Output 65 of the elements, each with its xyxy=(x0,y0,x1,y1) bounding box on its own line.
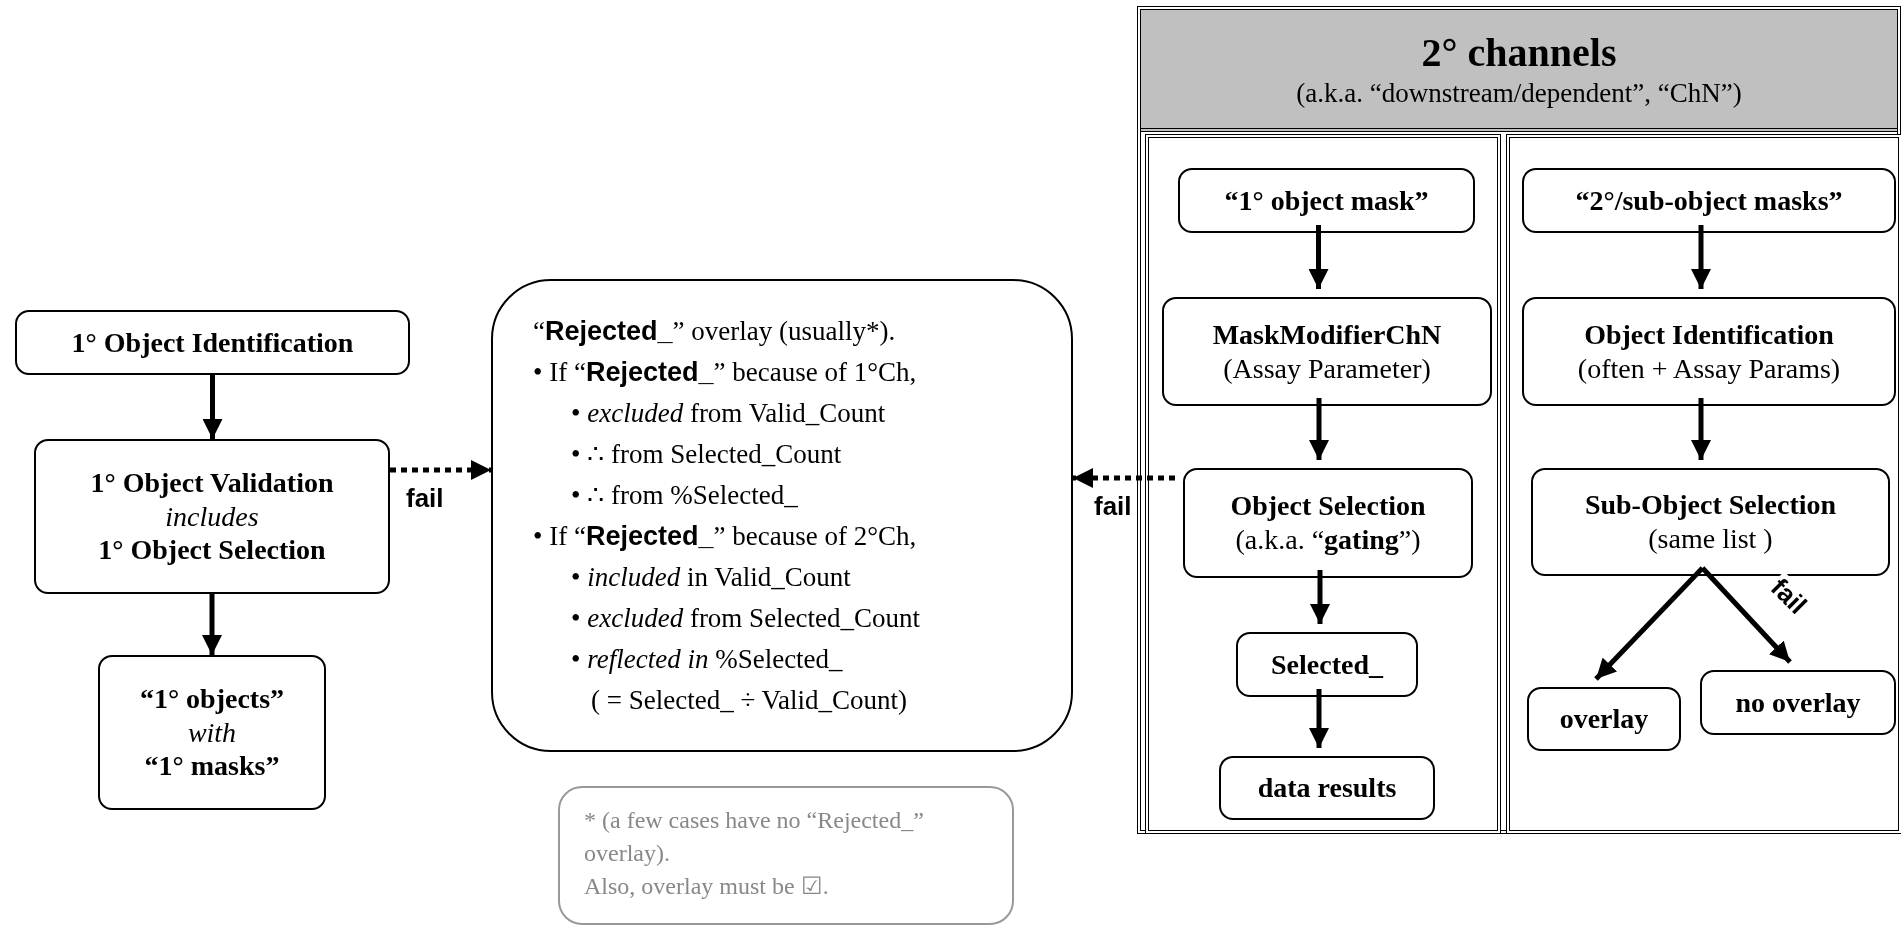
process-box xyxy=(1178,168,1475,233)
note-line: • excluded from Selected_Count xyxy=(571,601,921,635)
node-label: Object Selection xyxy=(1230,489,1426,523)
process-box xyxy=(1700,670,1896,735)
panel-subtitle: (a.k.a. “downstream/dependent”, “ChN”) xyxy=(1296,76,1742,110)
process-box xyxy=(15,310,410,375)
arrow xyxy=(1594,566,1705,681)
process-box xyxy=(1522,297,1896,406)
arrow xyxy=(1309,689,1329,748)
process-box xyxy=(34,439,390,594)
note-line: Also, overlay must be ☑. xyxy=(584,872,829,901)
node-sublabel: (same list ) xyxy=(1648,522,1773,556)
panel-title: 2° channels xyxy=(1421,28,1617,77)
note-box xyxy=(491,279,1073,752)
column-panel xyxy=(1506,134,1901,834)
process-box xyxy=(1162,297,1492,406)
process-box xyxy=(1527,687,1681,751)
note-line: * (a few cases have no “Rejected_” overlay). xyxy=(584,806,925,868)
process-box xyxy=(98,655,326,810)
node-sublabel: (a.k.a. “gating”) xyxy=(1235,523,1421,557)
note-line: • If “Rejected_” because of 2°Ch, xyxy=(533,519,917,553)
node-label: “1° object mask” xyxy=(1224,183,1429,218)
node-sublabel: includes xyxy=(165,499,259,534)
node-sublabel: with xyxy=(187,715,237,750)
arrow xyxy=(1700,566,1792,664)
note-line: • reflected in %Selected_ xyxy=(571,642,843,676)
node-label: MaskModifierChN xyxy=(1212,317,1442,352)
node-label: Object Identification xyxy=(1584,317,1834,352)
node-label: 1° Object Identification xyxy=(71,325,354,360)
arrow xyxy=(202,375,223,439)
arrow xyxy=(1310,570,1330,624)
node-label: “2°/sub-object masks” xyxy=(1575,183,1843,218)
node-sublabel: 1° Object Selection xyxy=(98,533,326,567)
node-label: no overlay xyxy=(1735,685,1861,720)
dotted-arrow xyxy=(1073,468,1175,488)
node-label: Sub-Object Selection xyxy=(1584,488,1837,522)
arrow xyxy=(1691,398,1711,460)
process-box xyxy=(1236,632,1418,697)
node-label: Selected_ xyxy=(1271,647,1383,682)
process-box xyxy=(1522,168,1896,233)
note-line: ( = Selected_ ÷ Valid_Count) xyxy=(591,683,907,717)
column-panel xyxy=(1145,134,1501,834)
note-line: “Rejected_” overlay (usually*). xyxy=(533,314,896,348)
arrow xyxy=(1308,225,1329,289)
node-sublabel: “1° masks” xyxy=(144,749,280,783)
node-label: overlay xyxy=(1559,702,1649,736)
note-line: • included in Valid_Count xyxy=(571,560,851,594)
channel-panel xyxy=(1137,6,1901,834)
arrow xyxy=(1309,398,1329,460)
node-label: data results xyxy=(1257,771,1397,805)
footnote-box xyxy=(558,786,1014,925)
note-line: • excluded from Valid_Count xyxy=(571,396,886,430)
process-box xyxy=(1219,756,1435,820)
node-sublabel: (often + Assay Params) xyxy=(1577,351,1841,386)
dotted-arrow xyxy=(390,460,491,480)
process-box xyxy=(1531,468,1890,576)
arrow xyxy=(202,594,222,655)
node-label: 1° Object Validation xyxy=(90,466,334,500)
node-sublabel: (Assay Parameter) xyxy=(1223,351,1431,386)
note-line: • ∴ from %Selected_ xyxy=(571,478,798,512)
note-line: • If “Rejected_” because of 1°Ch, xyxy=(533,355,917,389)
node-label: “1° objects” xyxy=(139,682,285,716)
process-box xyxy=(1183,468,1473,578)
arrow xyxy=(1691,225,1711,289)
note-line: • ∴ from Selected_Count xyxy=(571,437,842,471)
